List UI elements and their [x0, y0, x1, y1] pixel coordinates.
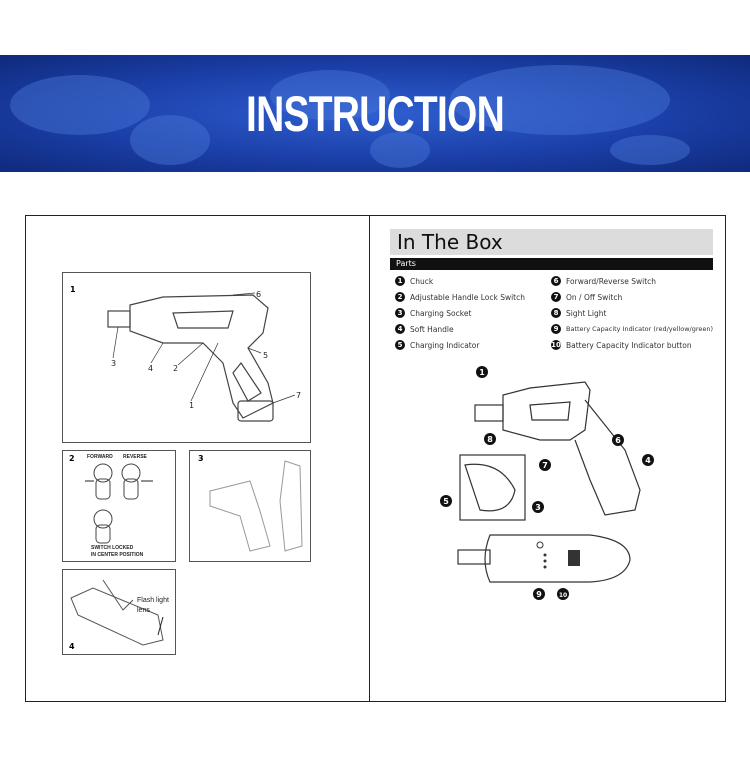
svg-text:8: 8 — [487, 435, 493, 444]
part-label: Battery Capacity Indicator button — [566, 340, 692, 350]
part-number-badge: 2 — [395, 292, 405, 302]
part-item: 6 Forward/Reverse Switch — [551, 276, 656, 286]
panel-number: 3 — [198, 454, 204, 463]
svg-text:10: 10 — [559, 592, 567, 599]
svg-text:9: 9 — [536, 590, 542, 599]
figure-panel-2: 2 FORWARD REVERSE SWITCH LOCKED IN CENTE… — [62, 450, 176, 562]
part-number-badge: 1 — [395, 276, 405, 286]
center-position-label: IN CENTER POSITION — [91, 552, 144, 558]
part-label: Forward/Reverse Switch — [566, 276, 657, 286]
callout-1: 1 — [189, 401, 194, 410]
handle-adjust-illustration — [209, 460, 303, 552]
flashlight-illustration — [70, 579, 164, 646]
part-item: 8 Sight Light — [551, 308, 606, 318]
part-number-badge: 4 — [395, 324, 405, 334]
lens-label: lens — [137, 607, 150, 614]
part-number-badge: 5 — [395, 340, 405, 350]
flash-light-label: Flash light — [137, 597, 169, 604]
svg-text:1: 1 — [479, 368, 485, 377]
part-item: 7 On / Off Switch — [551, 292, 622, 302]
part-label: Charging Indicator — [410, 340, 480, 350]
panel-number: 4 — [69, 642, 75, 651]
part-item: 9 Battery Capacity Indicator (red/yellow/… — [551, 324, 713, 334]
switch-locked-label: SWITCH LOCKED — [91, 545, 134, 551]
part-number-badge: 8 — [551, 308, 561, 318]
callout-6: 6 — [256, 290, 261, 299]
figure-panel-4: Flash light lens 4 — [62, 569, 176, 655]
forward-label: FORWARD — [87, 454, 113, 460]
callout-5: 5 — [263, 351, 268, 360]
part-number-badge: 9 — [551, 324, 561, 334]
part-item: 10 Battery Capacity Indicator button — [551, 340, 692, 350]
part-item: 1 Chuck — [395, 276, 433, 286]
panel-number: 1 — [70, 285, 76, 294]
instruction-frame — [25, 215, 726, 702]
part-number-badge: 7 — [551, 292, 561, 302]
header-banner: INSTRUCTION — [0, 55, 750, 172]
part-number-badge: 10 — [551, 340, 561, 350]
part-number-badge: 6 — [551, 276, 561, 286]
part-item: 4 Soft Handle — [395, 324, 454, 334]
page-divider — [369, 216, 370, 701]
part-item: 2 Adjustable Handle Lock Switch — [395, 292, 525, 302]
part-label: Charging Socket — [410, 308, 472, 318]
part-label: On / Off Switch — [566, 292, 623, 302]
reverse-label: REVERSE — [123, 454, 147, 460]
part-number-badge: 3 — [395, 308, 405, 318]
callout-7: 7 — [296, 391, 301, 400]
part-label: Soft Handle — [410, 324, 454, 334]
svg-text:4: 4 — [645, 456, 651, 465]
part-label: Battery Capacity Indicator (red/yellow/g… — [566, 325, 714, 333]
drill-parts-diagram: 1 8 3 5 6 4 9 10 7 — [440, 366, 654, 600]
callout-4: 4 — [148, 364, 153, 373]
switch-illustration — [85, 463, 153, 544]
part-label: Sight Light — [566, 308, 607, 318]
world-map-background — [10, 65, 690, 168]
banner-title: INSTRUCTION — [246, 86, 505, 142]
svg-text:3: 3 — [535, 503, 541, 512]
figure-panel-1: 1 1 2 3 4 5 6 7 — [62, 272, 311, 443]
svg-text:5: 5 — [443, 497, 449, 506]
part-item: 5 Charging Indicator — [395, 340, 479, 350]
part-label: Adjustable Handle Lock Switch — [410, 292, 525, 302]
svg-text:7: 7 — [542, 461, 548, 470]
figure-panel-3: 3 — [189, 450, 311, 562]
svg-text:6: 6 — [615, 436, 621, 445]
page-title: In The Box — [397, 230, 503, 254]
in-the-box-title-bar: In The Box — [390, 229, 713, 255]
drill-illustration: 1 2 3 4 5 6 7 — [107, 290, 301, 422]
callout-3: 3 — [111, 359, 116, 368]
part-label: Chuck — [410, 276, 434, 286]
part-item: 3 Charging Socket — [395, 308, 471, 318]
panel-number: 2 — [69, 454, 75, 463]
parts-section-header: Parts — [390, 258, 713, 270]
callout-2: 2 — [173, 364, 178, 373]
